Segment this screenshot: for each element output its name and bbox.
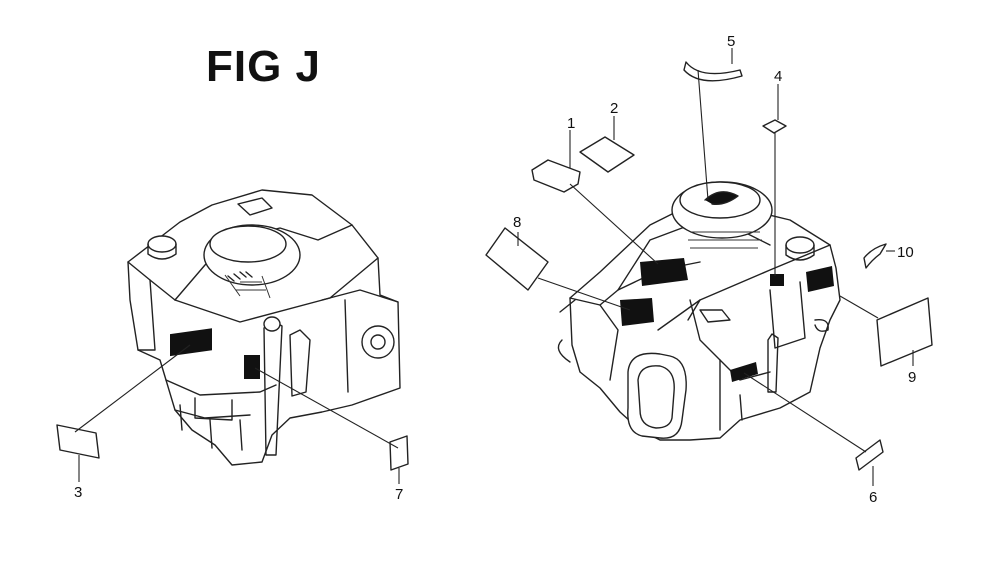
callout-labels: 1 2 3 4 5 6 7 8 9 10 xyxy=(74,33,916,506)
callout-4: 4 xyxy=(774,68,782,85)
decal-part-10 xyxy=(863,243,887,269)
decal-part-2 xyxy=(579,136,635,173)
decal-part-4 xyxy=(762,119,787,134)
left-engine xyxy=(127,189,401,466)
callout-6: 6 xyxy=(869,489,877,506)
decal-part-7 xyxy=(389,435,409,471)
right-leader-lines xyxy=(517,48,914,486)
left-leader-lines xyxy=(74,344,400,484)
callout-10: 10 xyxy=(897,244,914,261)
callout-7: 7 xyxy=(395,486,403,503)
decal-part-1 xyxy=(531,159,581,193)
callout-8: 8 xyxy=(513,214,521,231)
decal-part-8 xyxy=(485,227,549,291)
decal-part-5 xyxy=(683,61,743,82)
right-engine xyxy=(557,181,841,441)
left-loose-decals xyxy=(56,424,409,471)
callout-3: 3 xyxy=(74,484,82,501)
callout-1: 1 xyxy=(567,115,575,132)
decal-part-9 xyxy=(876,297,933,367)
callout-2: 2 xyxy=(610,100,618,117)
decal-part-3 xyxy=(56,424,100,459)
callout-5: 5 xyxy=(727,33,735,50)
figure-title: FIG J xyxy=(206,42,322,91)
callout-9: 9 xyxy=(908,369,916,386)
decal-part-6 xyxy=(855,439,884,471)
